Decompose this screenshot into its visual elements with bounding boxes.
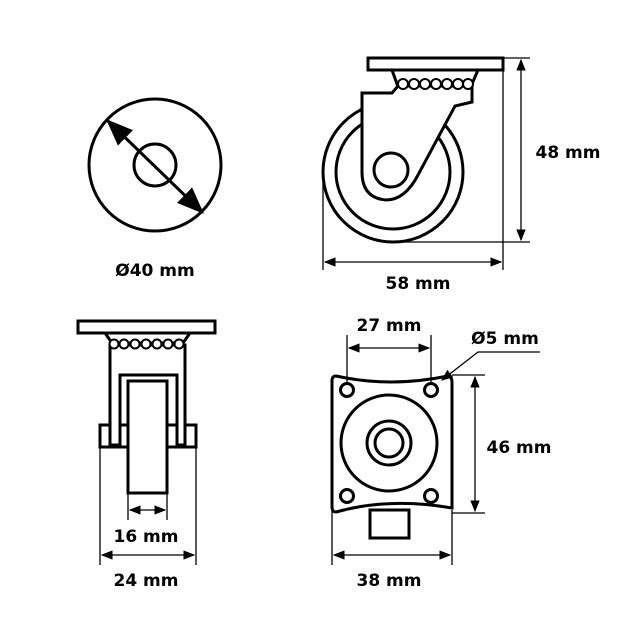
wheel-diameter-label: Ø40 mm (115, 261, 194, 281)
hole-diameter-label: Ø5 mm (471, 329, 539, 349)
wheel-front-view: Ø40 mm (87, 97, 223, 281)
height-label: 48 mm (535, 143, 600, 163)
caster-side-view: 48 mm 58 mm (321, 56, 601, 294)
length-label: 58 mm (385, 274, 450, 294)
fork-width-label: 24 mm (113, 571, 178, 591)
hole-spacing-label: 27 mm (356, 316, 421, 336)
plate-width-label: 38 mm (356, 571, 421, 591)
caster-front-view: 16 mm 24 mm (76, 319, 217, 591)
caster-top-view: 27 mm Ø5 mm 46 mm 38 mm (330, 316, 552, 591)
wheel-width-label: 16 mm (113, 527, 178, 547)
plate-length-label: 46 mm (486, 438, 551, 458)
